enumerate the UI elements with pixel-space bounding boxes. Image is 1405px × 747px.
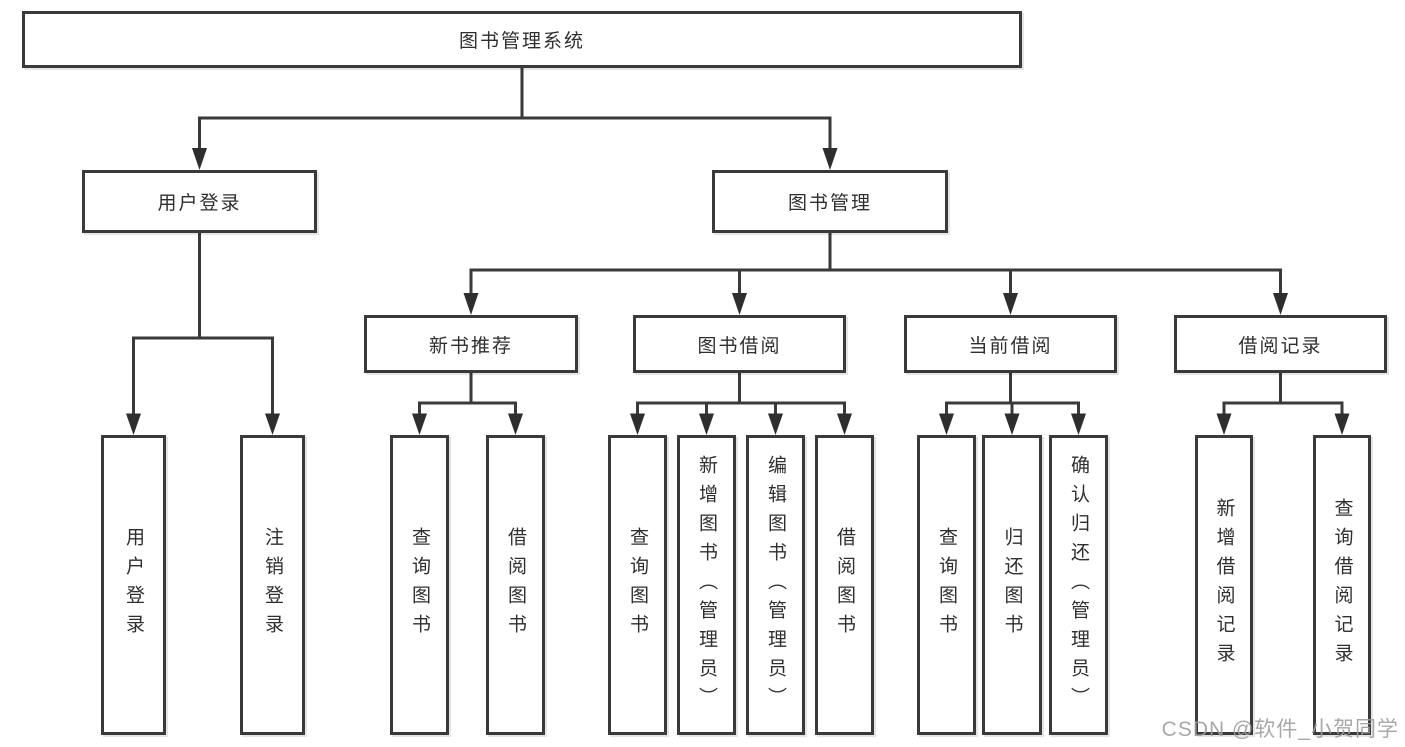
leaf-edit-books-admin: 编辑图书（管理员）	[746, 435, 805, 735]
leaf-add-books-admin: 新增图书（管理员）	[677, 435, 736, 735]
leaf-user-login: 用户登录	[101, 435, 166, 735]
leaf-logout-login: 注销登录	[240, 435, 305, 735]
leaf-borrow-books-recommend: 借阅图书	[486, 435, 545, 735]
csdn-watermark: CSDN @软件_小贺同学	[1161, 718, 1399, 741]
leaf-confirm-return-admin: 确认归还（管理员）	[1049, 435, 1108, 735]
leaf-return-books: 归还图书	[982, 435, 1042, 735]
leaf-query-books-current: 查询图书	[917, 435, 976, 735]
node-borrow-records: 借阅记录	[1174, 315, 1387, 373]
leaf-add-borrow-record: 新增借阅记录	[1195, 435, 1253, 735]
node-user-login-branch: 用户登录	[82, 170, 317, 233]
node-book-management-branch: 图书管理	[712, 170, 948, 233]
node-current-borrowing: 当前借阅	[904, 315, 1117, 373]
leaf-query-borrow-record: 查询借阅记录	[1313, 435, 1371, 735]
node-book-borrowing: 图书借阅	[633, 315, 846, 373]
leaf-query-books-borrowing: 查询图书	[608, 435, 667, 735]
leaf-borrow-books-borrowing: 借阅图书	[815, 435, 874, 735]
node-new-book-recommend: 新书推荐	[364, 315, 578, 373]
node-library-management-system: 图书管理系统	[22, 11, 1022, 68]
leaf-query-books-recommend: 查询图书	[390, 435, 449, 735]
